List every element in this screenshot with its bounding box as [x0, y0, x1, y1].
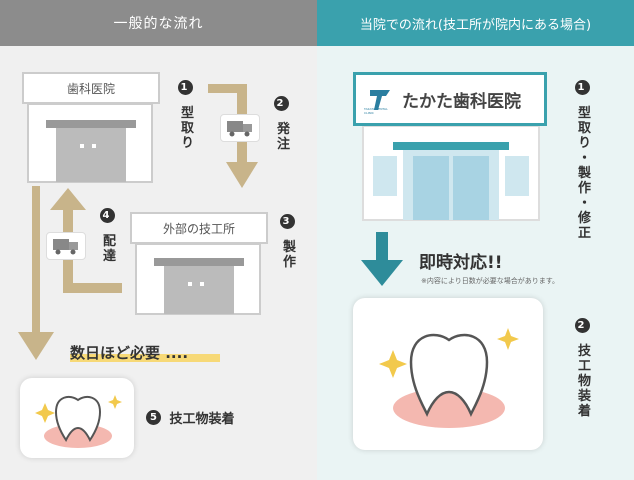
- right-step1-label: 型取り・製作・修正: [575, 105, 590, 241]
- teal-down-arrow: [361, 232, 403, 286]
- days-needed-text: 数日ほど必要 ....: [70, 344, 189, 362]
- step4-label: 配達: [100, 233, 115, 264]
- right-step2-number: 2: [574, 318, 590, 333]
- step4-number: 4: [99, 208, 115, 223]
- general-flow-panel: 一般的な流れ 歯科医院 1 型取り 2 発注 外部の技工所: [0, 0, 317, 480]
- step3-number: 3: [279, 214, 295, 229]
- tooth-icon: [35, 395, 122, 448]
- step2-label: 発注: [274, 121, 289, 152]
- long-down-arrow: [18, 186, 54, 360]
- clinic-sign: 歯科医院: [22, 72, 160, 104]
- tooth-card-right: [353, 298, 543, 450]
- right-step1-number: 1: [574, 80, 590, 95]
- step3-produce: 3 製作: [278, 214, 297, 270]
- clinic-building-icon: [27, 104, 153, 183]
- right-step1: 1 型取り・製作・修正: [573, 80, 592, 241]
- step4-deliver: 4 配達: [98, 208, 117, 264]
- instant-response: 即時対応!!: [419, 253, 503, 273]
- step2-number: 2: [273, 96, 289, 111]
- clinic-building: 歯科医院: [22, 72, 160, 183]
- lab-building: 外部の技工所: [130, 212, 268, 315]
- clinic-flow-header: 当院での流れ(技工所が院内にある場合): [317, 0, 634, 46]
- step1-mold: 1 型取り: [176, 80, 195, 151]
- clinic-flow-panel: 当院での流れ(技工所が院内にある場合) TAKATA DENTAL CLINIC…: [317, 0, 634, 480]
- step5-number: 5: [146, 410, 161, 425]
- takata-building-icon: [362, 126, 540, 221]
- step1-number: 1: [177, 80, 193, 95]
- truck-icon-delivery: [46, 232, 86, 260]
- general-flow-header: 一般的な流れ: [0, 0, 317, 46]
- right-step2-label: 技工物装着: [575, 343, 590, 419]
- clinic-logo-icon: [370, 90, 390, 110]
- step2-order: 2 発注: [272, 96, 291, 152]
- step3-label: 製作: [280, 239, 295, 270]
- step1-label: 型取り: [178, 105, 193, 151]
- step5-label: 技工物装着: [169, 412, 235, 427]
- tooth-card-left: [20, 378, 134, 458]
- takata-clinic-sign: TAKATA DENTAL CLINIC たかた歯科医院: [353, 72, 547, 126]
- clinic-logo-text: TAKATA DENTAL CLINIC: [364, 107, 388, 115]
- footnote: ※内容により日数が必要な場合があります。: [421, 277, 560, 285]
- right-step2: 2 技工物装着: [573, 318, 592, 419]
- days-needed-note: 数日ほど必要 ....: [70, 342, 220, 363]
- step5-attach: 5 技工物装着: [146, 408, 235, 427]
- truck-icon-order: [220, 114, 260, 142]
- lab-building-icon: [135, 244, 261, 315]
- tooth-icon-large: [379, 328, 519, 428]
- takata-clinic-building: TAKATA DENTAL CLINIC たかた歯科医院: [353, 72, 547, 222]
- takata-clinic-name: たかた歯科医院: [402, 91, 521, 112]
- lab-sign: 外部の技工所: [130, 212, 268, 244]
